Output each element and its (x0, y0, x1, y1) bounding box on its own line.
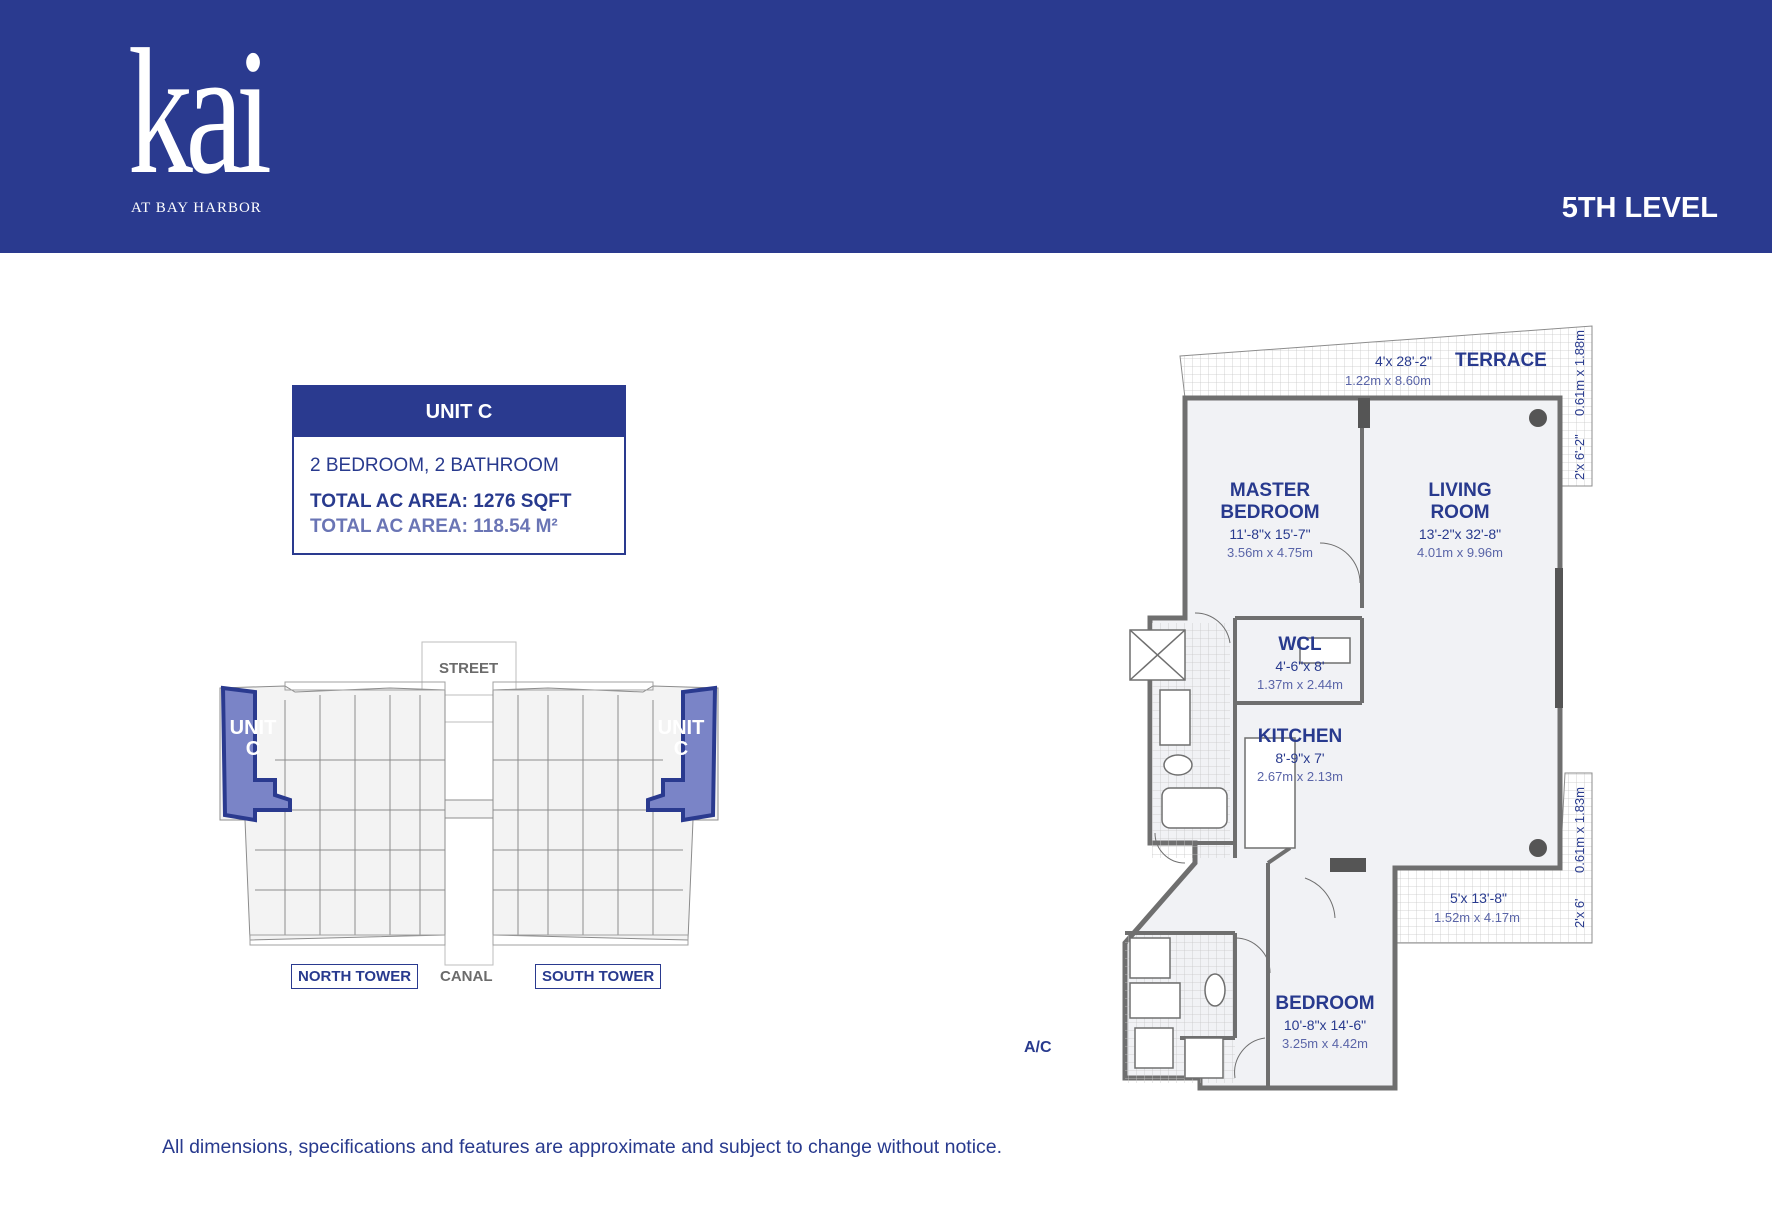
terrace-side-bottom-dim-ft: 2'x 6' (1572, 898, 1587, 928)
room-kitchen-name: KITCHEN (1257, 726, 1343, 747)
room-wcl-ft: 4'-6"x 8' (1275, 657, 1325, 674)
floor-plan-drawing (1122, 325, 1593, 1091)
room-living-room-ft: 13'-2"x 32'-8" (1418, 525, 1502, 542)
north-tower-label: NORTH TOWER (291, 964, 419, 989)
terrace-side-top-dim-m: 0.61m x 1.88m (1572, 330, 1587, 416)
room-master-bedroom-ft: 11'-8"x 15'-7" (1229, 525, 1311, 542)
header-banner: kai AT BAY HARBOR 5TH LEVEL (0, 0, 1772, 253)
logo-subtitle: AT BAY HARBOR (131, 200, 262, 216)
disclaimer: All dimensions, specifications and featu… (162, 1136, 1003, 1158)
terrace-top-dim-ft: 4'x 28'-2" (1375, 353, 1433, 369)
floor-plan: MASTER BEDROOM 11'-8"x 15'-7" 3.56m x 4.… (1000, 318, 1600, 1118)
unit-c-tag-south: UNIT C (657, 717, 705, 760)
terrace-label: TERRACE (1455, 350, 1547, 371)
room-living-room-m: 4.01m x 9.96m (1417, 544, 1503, 560)
terrace-bottom-dim-m: 1.52m x 4.17m (1434, 910, 1520, 925)
room-living-room-name: LIVING ROOM (1428, 480, 1492, 523)
unit-info-box: UNIT C 2 BEDROOM, 2 BATHROOM TOTAL AC AR… (292, 385, 626, 555)
unit-title: UNIT C (294, 387, 624, 437)
key-plan-drawing (219, 641, 719, 966)
room-master-bedroom-m: 3.56m x 4.75m (1227, 544, 1313, 560)
room-living-room: LIVING ROOM 13'-2"x 32'-8" 4.01m x 9.96m (1375, 480, 1545, 560)
terrace-bottom-dim-ft: 5'x 13'-8" (1450, 890, 1508, 906)
unit-c-tag-north: UNIT C (229, 717, 277, 760)
terrace-side-bottom-dim-m: 0.61m x 1.83m (1572, 787, 1587, 873)
room-master-bedroom: MASTER BEDROOM 11'-8"x 15'-7" 3.56m x 4.… (1185, 480, 1355, 560)
room-master-bedroom-name: MASTER BEDROOM (1220, 480, 1320, 523)
room-kitchen-m: 2.67m x 2.13m (1257, 768, 1343, 784)
unit-area-m2: TOTAL AC AREA: 118.54 M² (310, 516, 558, 537)
terrace-top-dim-m: 1.22m x 8.60m (1345, 373, 1431, 388)
key-plan: STREET CANAL NORTH TOWER SOUTH TOWER UNI… (215, 640, 725, 1000)
room-bedroom: BEDROOM 10'-8"x 14'-6" 3.25m x 4.42m (1250, 993, 1400, 1051)
room-wcl-m: 1.37m x 2.44m (1257, 676, 1343, 692)
room-bedroom-m: 3.25m x 4.42m (1282, 1035, 1368, 1051)
level-title: 5TH LEVEL (1561, 192, 1718, 224)
room-kitchen: KITCHEN 8'-9"x 7' 2.67m x 2.13m (1240, 726, 1360, 784)
south-tower-label: SOUTH TOWER (535, 964, 662, 989)
ac-label: A/C (1024, 1039, 1052, 1056)
room-wcl: WCL 4'-6"x 8' 1.37m x 2.44m (1240, 634, 1360, 692)
room-kitchen-ft: 8'-9"x 7' (1275, 749, 1325, 766)
street-label: STREET (439, 660, 499, 677)
room-bedroom-name: BEDROOM (1275, 993, 1375, 1014)
canal-label: CANAL (440, 968, 493, 985)
unit-area-sqft: TOTAL AC AREA: 1276 SQFT (310, 491, 572, 512)
room-wcl-name: WCL (1278, 634, 1322, 655)
logo: kai (128, 12, 272, 211)
terrace-side-top-dim-ft: 2'x 6'-2" (1572, 434, 1587, 480)
unit-rooms: 2 BEDROOM, 2 BATHROOM (310, 455, 559, 476)
room-bedroom-ft: 10'-8"x 14'-6" (1283, 1016, 1367, 1033)
